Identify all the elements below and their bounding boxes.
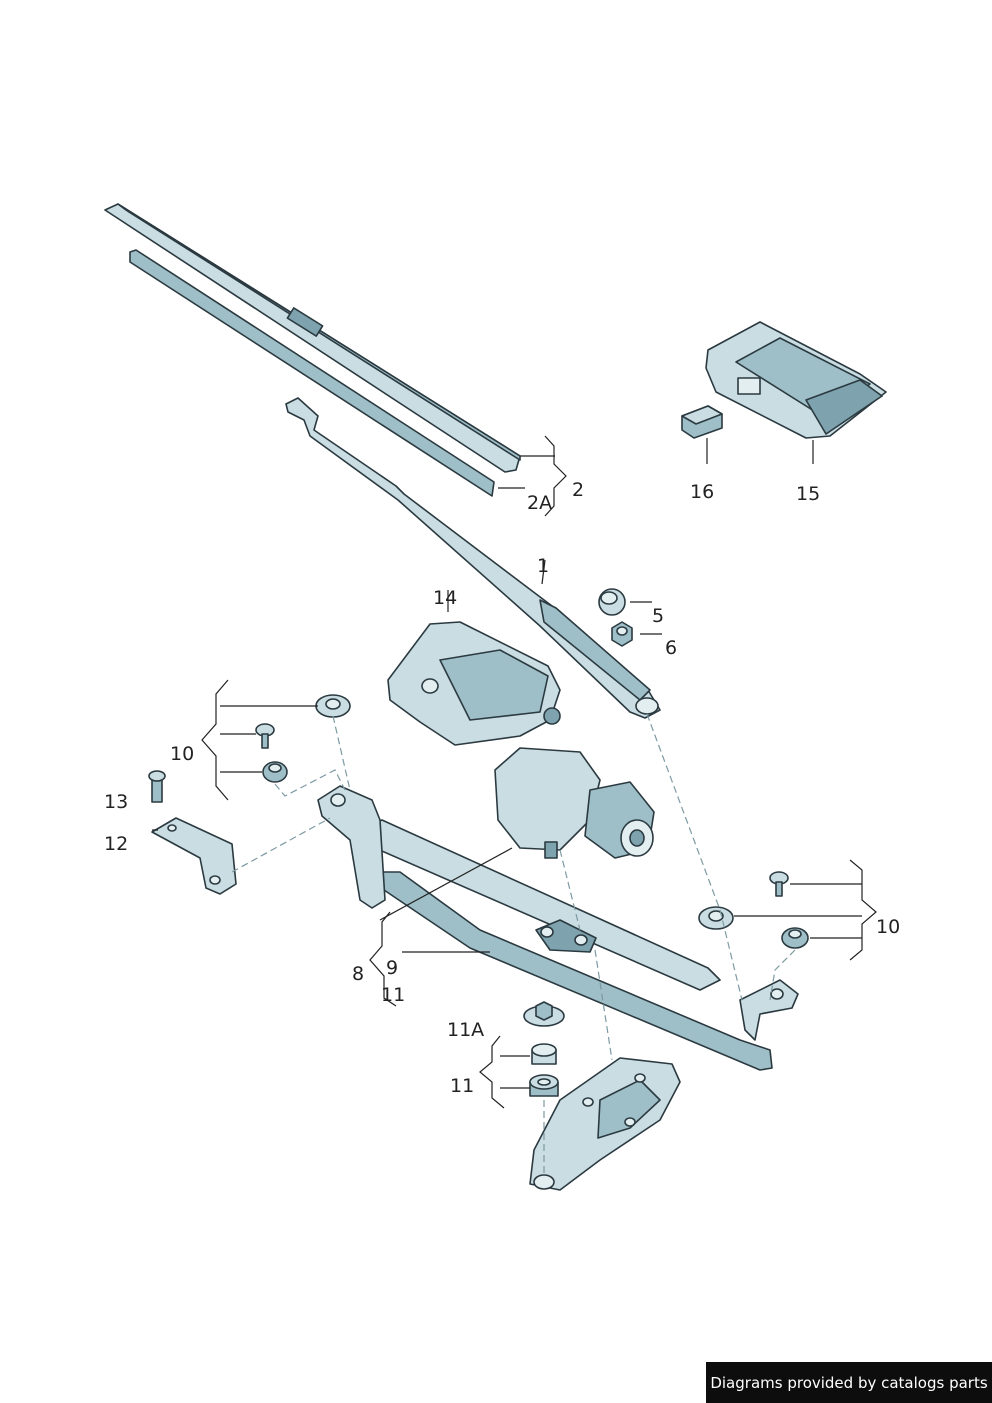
callout-2a: 2A xyxy=(527,492,552,514)
callout-2: 2 xyxy=(572,479,584,501)
callout-8: 8 xyxy=(352,963,364,985)
rubber-bushing-pair[interactable] xyxy=(529,1043,559,1097)
assembly-guide-lines xyxy=(231,713,796,1175)
callout-10-right: 10 xyxy=(876,916,900,938)
wiper-motor[interactable] xyxy=(494,747,655,859)
wiper-blade[interactable] xyxy=(104,203,521,473)
callout-13: 13 xyxy=(104,791,128,813)
bushing-set-right[interactable] xyxy=(698,871,809,949)
callout-labels: 1 2 2A 14 5 6 16 15 10 13 12 10 9 8 11 1… xyxy=(104,479,900,1097)
callout-15: 15 xyxy=(796,483,820,505)
credit-banner: Diagrams provided by catalogs parts xyxy=(706,1362,992,1403)
connector[interactable] xyxy=(681,405,723,439)
callout-6: 6 xyxy=(665,637,677,659)
wiper-linkage-frame[interactable] xyxy=(317,785,799,1071)
control-unit[interactable] xyxy=(705,321,887,439)
callout-9: 9 xyxy=(386,957,398,979)
cap[interactable] xyxy=(598,588,626,616)
callout-16: 16 xyxy=(690,481,714,503)
hex-nut[interactable] xyxy=(611,621,633,647)
callout-leaders xyxy=(152,435,877,1109)
mounting-bracket[interactable] xyxy=(151,817,237,895)
callout-1: 1 xyxy=(537,555,549,577)
callout-11-bottom: 11 xyxy=(450,1075,474,1097)
callout-12: 12 xyxy=(104,833,128,855)
flange-nut[interactable] xyxy=(523,1001,565,1027)
callout-5: 5 xyxy=(652,605,664,627)
bushing-set-left[interactable] xyxy=(255,694,351,783)
callout-11a: 11A xyxy=(447,1019,484,1041)
callout-11-left: 11 xyxy=(381,984,405,1006)
wiper-blade-rubber[interactable] xyxy=(129,249,495,497)
wiper-arm[interactable] xyxy=(285,397,661,719)
callout-14: 14 xyxy=(433,587,457,609)
callout-10-left: 10 xyxy=(170,743,194,765)
lower-mounting-plate[interactable] xyxy=(529,1057,681,1191)
bolt[interactable] xyxy=(148,770,166,803)
motor-cover[interactable] xyxy=(387,621,561,746)
